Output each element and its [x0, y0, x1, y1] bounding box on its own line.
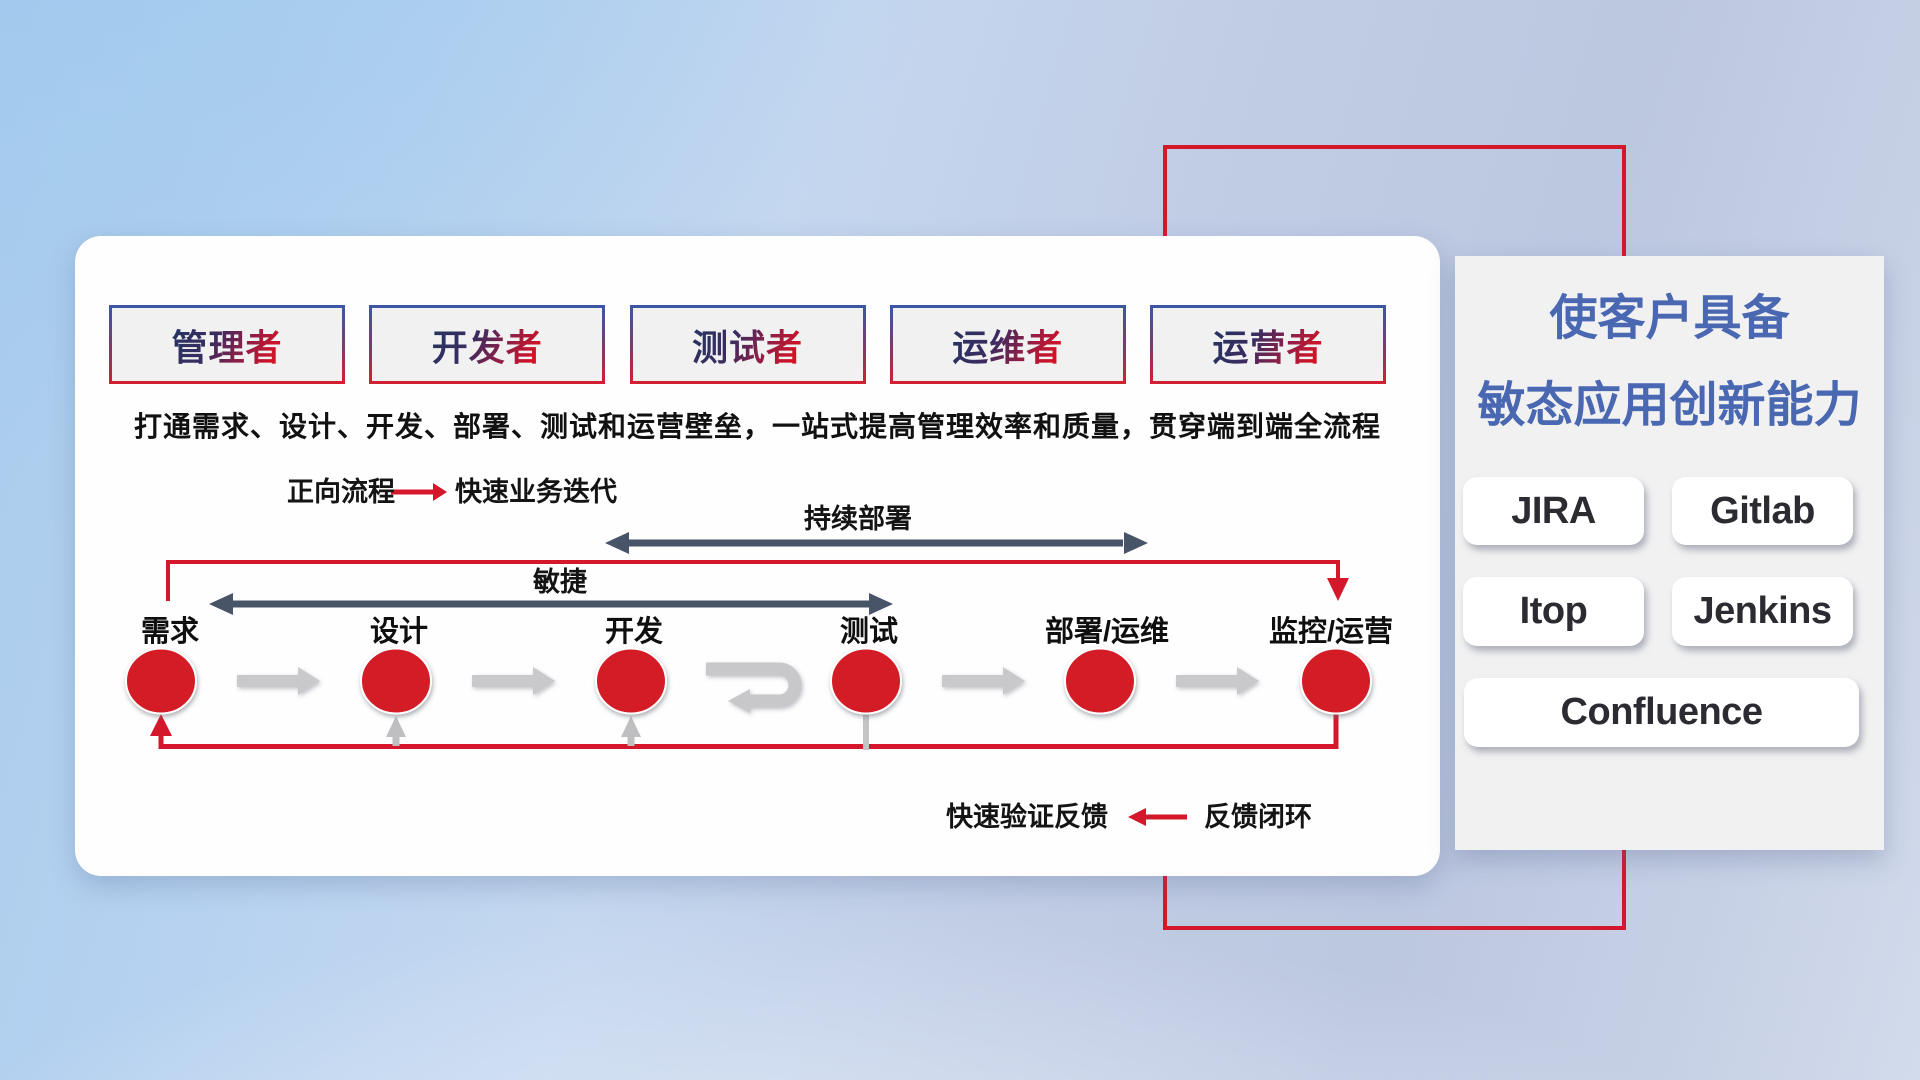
role-box-business-ops: 运营者 [1150, 305, 1386, 384]
legend-forward-label: 正向流程 [287, 477, 395, 507]
panel-description: 打通需求、设计、开发、部署、测试和运营壁垒，一站式提高管理效率和质量，贯穿端到端… [133, 411, 1381, 442]
role-label: 测试者 [692, 319, 803, 371]
role-label: 运维者 [952, 319, 1063, 371]
tool-button-jira[interactable]: JIRA [1463, 477, 1644, 545]
role-box-tester: 测试者 [629, 305, 866, 384]
tool-button-confluence[interactable]: Confluence [1464, 678, 1859, 747]
agile-label: 敏捷 [533, 567, 587, 597]
role-label: 运营者 [1212, 319, 1323, 371]
role-boxes-row: 管理者 开发者 测试者 运维者 运营者 [109, 305, 1386, 384]
tool-button-itop[interactable]: Itop [1463, 577, 1644, 646]
side-panel-title-line1: 使客户具备 [1549, 292, 1790, 345]
continuous-deploy-label: 持续部署 [804, 504, 912, 534]
tools-panel [1455, 256, 1884, 850]
role-box-manager: 管理者 [109, 305, 345, 384]
tool-button-jenkins[interactable]: Jenkins [1672, 577, 1853, 646]
role-label: 管理者 [171, 319, 282, 371]
node-label-test: 测试 [839, 616, 899, 648]
role-label: 开发者 [432, 319, 543, 371]
node-label-requirement: 需求 [140, 616, 200, 648]
legend-feedback-value: 反馈闭环 [1204, 802, 1312, 832]
legend-forward-value: 快速业务迭代 [455, 477, 617, 507]
node-label-deploy-om: 部署/运维 [1044, 616, 1170, 648]
tool-button-gitlab[interactable]: Gitlab [1672, 477, 1853, 545]
legend-feedback-label: 快速验证反馈 [946, 802, 1108, 832]
node-label-develop: 开发 [604, 616, 664, 648]
side-panel-title-line2: 敏态应用创新能力 [1477, 379, 1862, 432]
node-label-monitor-op: 监控/运营 [1268, 616, 1394, 648]
role-box-developer: 开发者 [369, 305, 606, 384]
node-label-design: 设计 [369, 616, 429, 648]
role-box-ops: 运维者 [889, 305, 1126, 384]
